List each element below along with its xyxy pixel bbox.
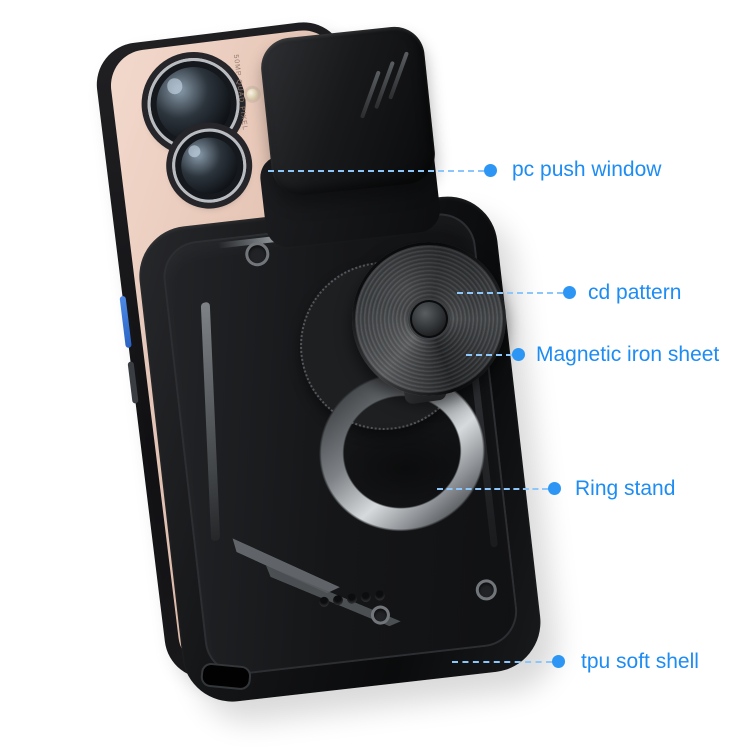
usb-port-cutout <box>199 662 252 691</box>
plate-screw-bottom-right <box>474 578 498 602</box>
callout-line <box>437 488 548 490</box>
push-window-grip-line <box>388 51 409 100</box>
callout-line <box>457 292 563 294</box>
callout-line <box>466 354 512 356</box>
callout-label: cd pattern <box>588 281 682 304</box>
power-button <box>119 295 132 349</box>
volume-button <box>127 361 139 404</box>
grip-bump <box>360 591 372 603</box>
callout-dot <box>484 164 497 177</box>
callout-dot <box>563 286 576 299</box>
grip-bump <box>332 594 344 606</box>
grip-bump <box>318 596 330 608</box>
callout-label: tpu soft shell <box>581 650 699 673</box>
callout-dot <box>512 348 525 361</box>
grip-bump <box>374 589 386 602</box>
callout-dot <box>548 482 561 495</box>
callout-line <box>452 661 552 663</box>
plate-screw-top-left <box>244 240 271 268</box>
cd-pattern-disc <box>352 242 506 396</box>
plate-accent-diagonal-1 <box>228 538 340 597</box>
camera-flash <box>246 88 259 101</box>
callout-dot <box>552 655 565 668</box>
plate-accent-left <box>200 301 221 542</box>
callout-label: Magnetic iron sheet <box>536 343 720 366</box>
grip-bump <box>346 593 358 605</box>
callout-label: pc push window <box>512 158 662 181</box>
callout-label: Ring stand <box>575 477 676 500</box>
disc-center-cap <box>410 300 448 338</box>
callout-line <box>268 170 484 172</box>
